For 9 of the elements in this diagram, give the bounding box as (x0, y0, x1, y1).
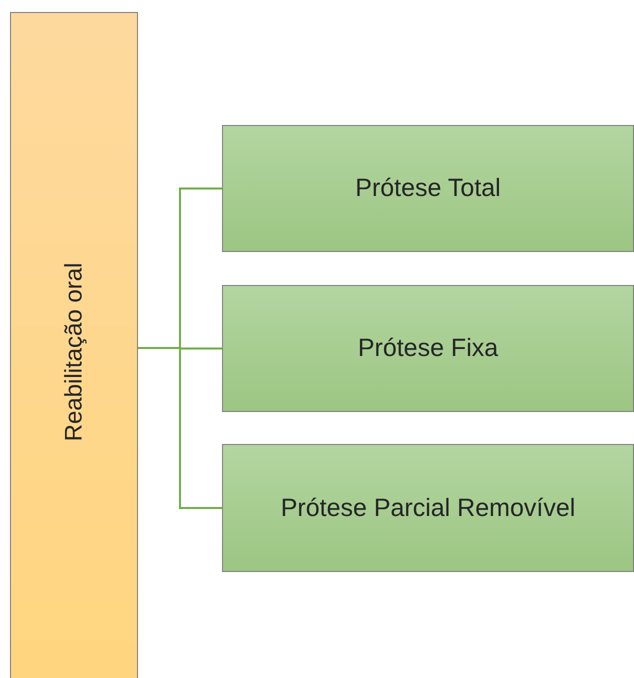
item-box (222, 125, 634, 252)
connector-line (138, 347, 222, 509)
item-box (222, 285, 634, 412)
item-box (222, 444, 634, 572)
node-label: Reabilitação oral (60, 262, 88, 442)
node-label: Prótese Total (355, 174, 501, 203)
category-bar (10, 12, 138, 678)
node-label: Prótese Parcial Removível (280, 494, 576, 522)
node-label: Prótese Fixa (358, 334, 498, 363)
